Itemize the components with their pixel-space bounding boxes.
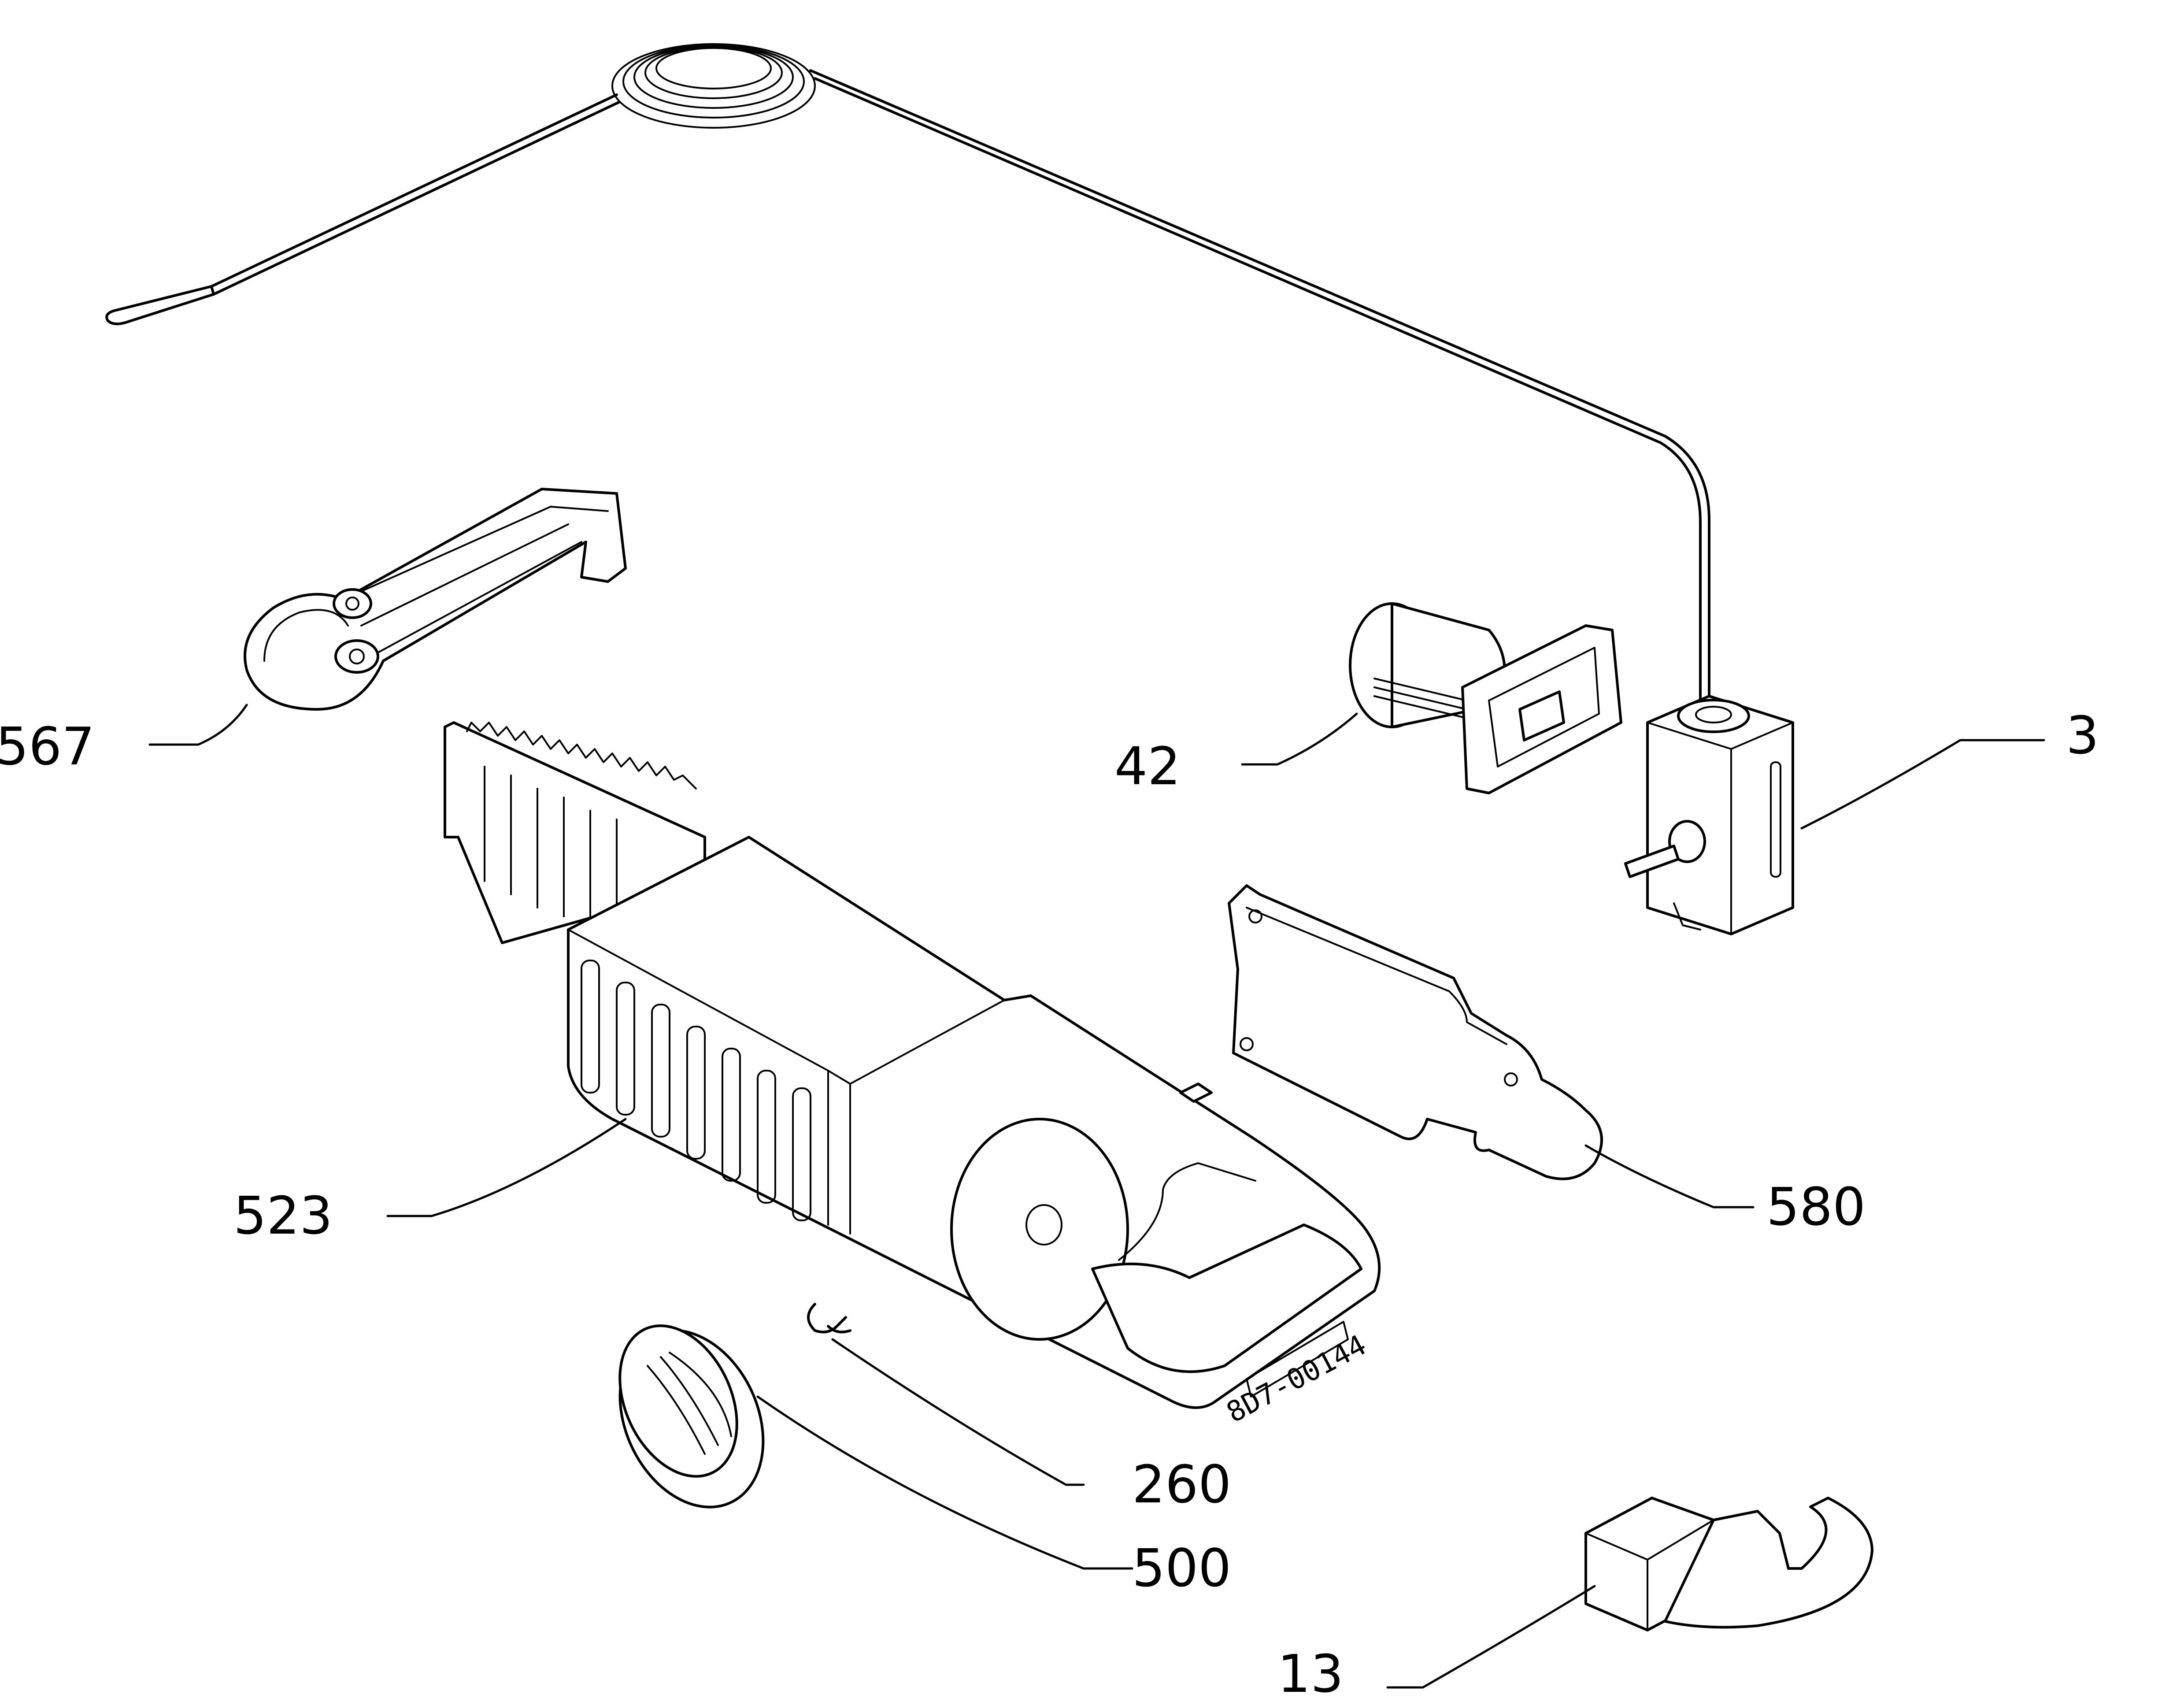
callout-3: 3 bbox=[2066, 705, 2099, 766]
part-260-spring-clip bbox=[807, 1303, 851, 1334]
part-500-knob bbox=[618, 1324, 765, 1509]
leader-580 bbox=[1584, 1144, 1755, 1209]
part-580-cover-plate bbox=[1228, 884, 1603, 1180]
callout-500: 500 bbox=[1132, 1538, 1231, 1598]
leader-567 bbox=[148, 704, 248, 746]
callout-260: 260 bbox=[1132, 1454, 1231, 1515]
part-567-lever-bracket bbox=[244, 488, 627, 711]
callout-523: 523 bbox=[233, 1185, 333, 1246]
leader-13 bbox=[1386, 1585, 1596, 1689]
leader-500 bbox=[756, 1395, 1133, 1570]
callout-580: 580 bbox=[1766, 1176, 1866, 1237]
capillary-tube-sensor bbox=[105, 43, 1710, 706]
callout-42: 42 bbox=[1114, 736, 1181, 797]
leader-523 bbox=[386, 1118, 627, 1217]
leader-3 bbox=[1800, 739, 2045, 830]
leader-lines bbox=[148, 704, 2045, 1689]
leader-260 bbox=[831, 1338, 1085, 1486]
part-42-lamp-holder bbox=[1349, 602, 1622, 794]
leader-42 bbox=[1241, 712, 1358, 766]
callout-labels: 567 42 3 523 580 260 500 13 bbox=[0, 705, 2099, 1698]
callout-567: 567 bbox=[0, 716, 95, 777]
part-3-thermostat bbox=[1624, 695, 1794, 935]
callout-13: 13 bbox=[1277, 1643, 1344, 1698]
housing-comb-teeth bbox=[466, 722, 697, 922]
part-13-knob-insert bbox=[1584, 1497, 1873, 1631]
housing-vent-slots bbox=[581, 960, 811, 1221]
part-523-housing bbox=[444, 721, 1381, 1409]
